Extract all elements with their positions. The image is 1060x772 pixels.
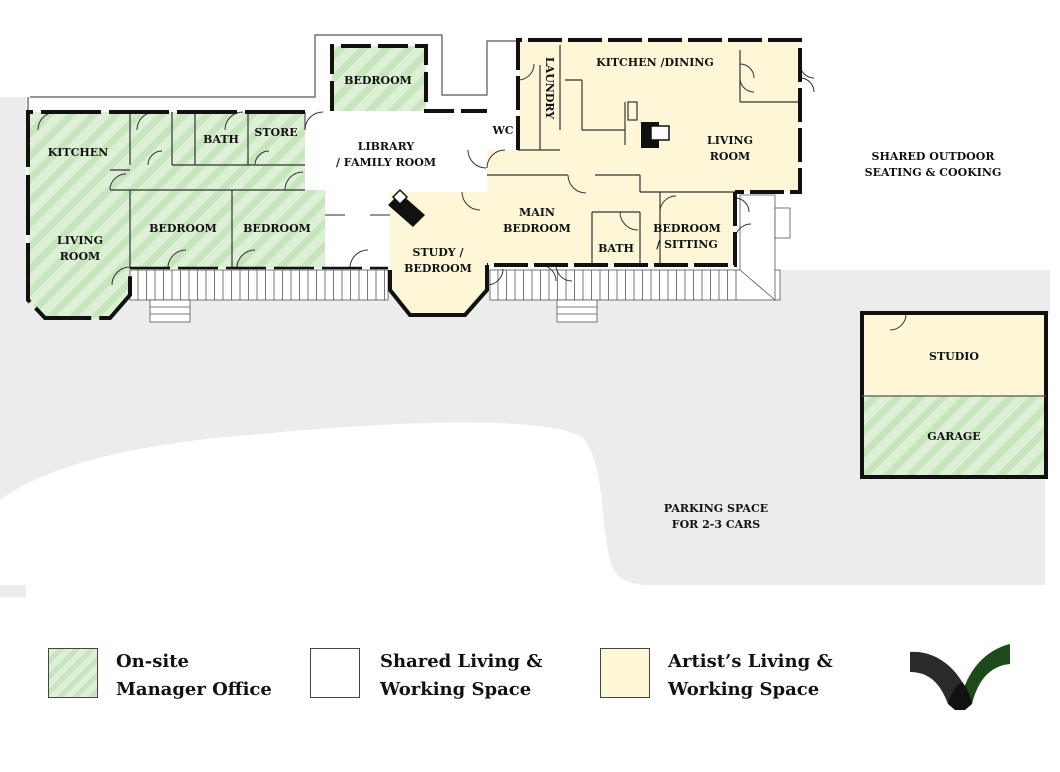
- label-bedroom-sitting-2: / SITTING: [656, 238, 718, 251]
- brand-logo: [910, 644, 1010, 710]
- room-fills: [28, 40, 1046, 477]
- exterior-walls: [26, 38, 1048, 479]
- room-labels: KITCHEN LIVING ROOM BATH STORE BEDROOM B…: [48, 56, 1002, 531]
- label-living-room-left-1: LIVING: [57, 234, 103, 247]
- label-wc: WC: [491, 124, 513, 137]
- label-study-2: BEDROOM: [404, 262, 472, 275]
- fireplaces: [388, 122, 670, 227]
- artist-area-studio: [862, 313, 1046, 396]
- label-shared-outdoor-1: SHARED OUTDOOR: [872, 150, 996, 163]
- interior-walls: [110, 45, 800, 268]
- label-bedroom-sitting-1: BEDROOM: [653, 222, 721, 235]
- manager-area-top-bedroom: [332, 46, 426, 111]
- label-bedroom-a: BEDROOM: [149, 222, 217, 235]
- legend-swatch-shared: [310, 648, 360, 698]
- verandah-deck: [129, 194, 791, 323]
- label-studio: STUDIO: [929, 350, 979, 363]
- legend-artist-line-2: Working Space: [668, 679, 820, 700]
- label-living-room-right-2: ROOM: [710, 150, 750, 163]
- legend-manager-line-1: On-site: [116, 651, 189, 672]
- label-parking-2: FOR 2-3 CARS: [672, 518, 760, 531]
- manager-area-garage: [862, 396, 1046, 477]
- legend-label-artist: Artist’s Living & Working Space: [668, 648, 833, 704]
- artist-area-east: [487, 40, 800, 265]
- manager-area-west: [28, 112, 325, 318]
- legend-label-shared: Shared Living & Working Space: [380, 648, 543, 704]
- label-bedroom-b: BEDROOM: [243, 222, 311, 235]
- label-kitchen: KITCHEN: [48, 146, 108, 159]
- label-main-bedroom-1: MAIN: [519, 206, 555, 219]
- label-laundry: LAUNDRY: [543, 57, 556, 119]
- label-garage: GARAGE: [927, 430, 980, 443]
- label-study-1: STUDY /: [413, 246, 465, 259]
- label-bath-left: BATH: [203, 133, 239, 146]
- label-bedroom-top: BEDROOM: [344, 74, 412, 87]
- legend-swatch-manager: [48, 648, 98, 698]
- label-living-room-left-2: ROOM: [60, 250, 100, 263]
- label-library-1: LIBRARY: [358, 140, 415, 153]
- label-kitchen-dining: KITCHEN /DINING: [596, 56, 714, 69]
- legend-swatch-artist: [600, 648, 650, 698]
- label-parking-1: PARKING SPACE: [664, 502, 768, 515]
- label-living-room-right-1: LIVING: [707, 134, 753, 147]
- legend-label-manager: On-site Manager Office: [116, 648, 272, 704]
- label-bath-right: BATH: [598, 242, 634, 255]
- label-main-bedroom-2: BEDROOM: [503, 222, 571, 235]
- label-library-2: / FAMILY ROOM: [336, 156, 436, 169]
- legend-manager-line-2: Manager Office: [116, 679, 272, 700]
- label-store: STORE: [254, 126, 297, 139]
- legend-shared-line-1: Shared Living &: [380, 651, 543, 672]
- legend-artist-line-1: Artist’s Living &: [668, 651, 833, 672]
- legend-shared-line-2: Working Space: [380, 679, 532, 700]
- label-shared-outdoor-2: SEATING & COOKING: [865, 166, 1002, 179]
